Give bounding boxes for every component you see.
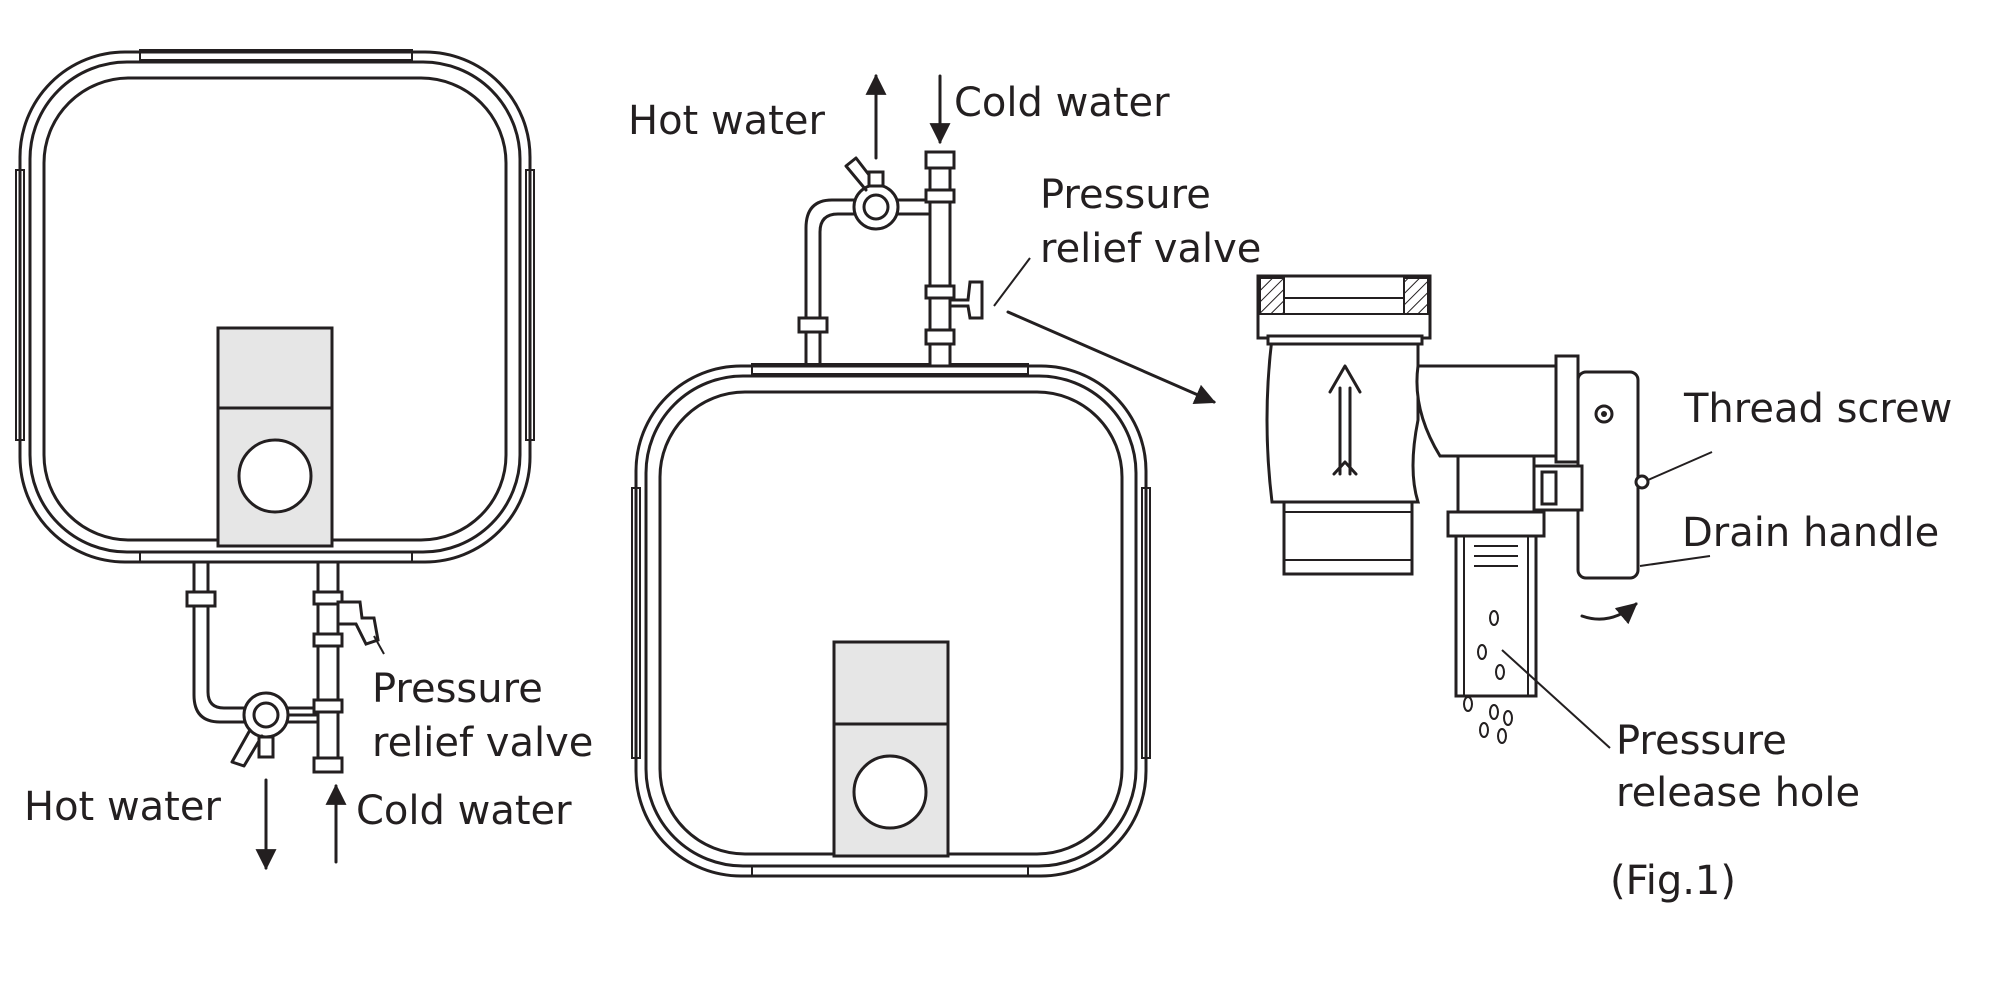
left-pressure-relief-label-line1: Pressure	[372, 666, 543, 712]
middle-heater-control-knob	[852, 754, 928, 830]
middle-water-heater: Hot water Cold water Pressure relief val…	[628, 73, 1261, 878]
pressure-relief-valve-detail: Thread screw Drain handle Pressure relea…	[1256, 274, 1952, 816]
middle-cold-water-pipe	[924, 150, 984, 368]
drain-handle	[1576, 370, 1640, 580]
flow-direction-arrow	[1328, 364, 1362, 476]
middle-cold-water-label: Cold water	[954, 80, 1170, 126]
left-pressure-relief-label-line2: relief valve	[372, 720, 593, 766]
figure-caption: (Fig.1)	[1610, 858, 1736, 904]
valve-bottom-threaded-end	[1282, 500, 1414, 576]
drain-handle-label: Drain handle	[1682, 510, 1939, 556]
left-heater-control-knob	[237, 438, 313, 514]
thread-screw-head	[1594, 404, 1614, 424]
middle-hot-water-label: Hot water	[628, 98, 825, 144]
rotation-arrow	[1580, 602, 1638, 625]
middle-pressure-relief-label-line2: relief valve	[1040, 226, 1261, 272]
left-hot-water-label: Hot water	[24, 784, 221, 830]
left-cold-water-pipe	[312, 560, 380, 774]
middle-ball-valve	[852, 183, 900, 231]
left-water-heater: Pressure relief valve Hot water Cold wat…	[15, 49, 593, 871]
pressure-release-hole-label-line1: Pressure	[1616, 718, 1787, 764]
middle-pressure-relief-valve	[948, 280, 984, 320]
left-pressure-relief-valve	[336, 600, 380, 646]
middle-pressure-relief-label-line1: Pressure	[1040, 172, 1211, 218]
left-hot-water-pipe	[185, 560, 320, 768]
middle-hot-water-pipe	[797, 156, 930, 368]
left-cold-water-label: Cold water	[356, 788, 572, 834]
detail-pointer-arrow	[1006, 310, 1216, 405]
valve-main-body	[1265, 336, 1421, 504]
thread-screw-label: Thread screw	[1683, 386, 1952, 432]
water-drops	[1463, 610, 1513, 744]
pressure-release-hole-label-line2: release hole	[1616, 770, 1860, 816]
